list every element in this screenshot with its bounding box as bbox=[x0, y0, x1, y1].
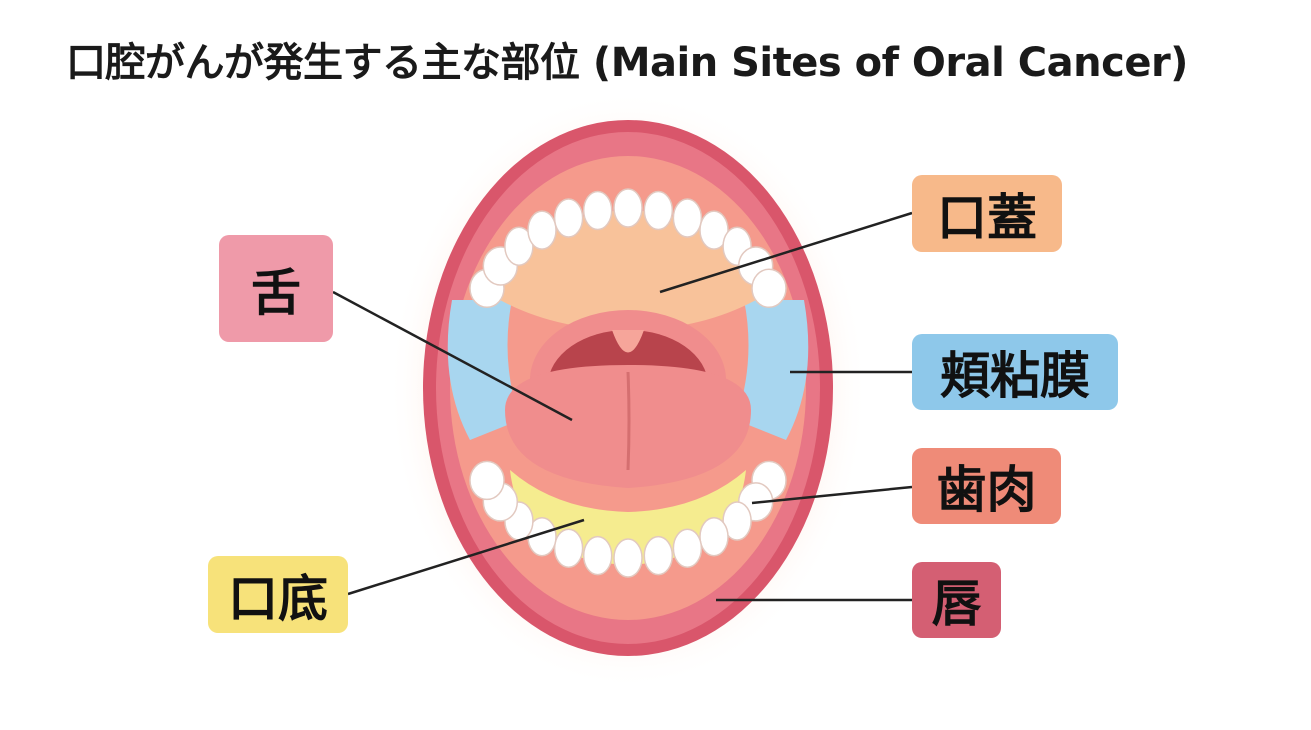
page-title: 口腔がんが発生する主な部位 (Main Sites of Oral Cancer… bbox=[66, 40, 1188, 86]
upper-tooth bbox=[699, 210, 729, 250]
buccal-mucosa-left bbox=[447, 300, 520, 440]
label-gum: 歯肉 bbox=[912, 448, 1061, 524]
lower-tooth bbox=[722, 501, 752, 541]
leader-palate bbox=[659, 211, 913, 294]
tongue-groove bbox=[626, 371, 631, 471]
lower-tooth bbox=[613, 538, 643, 578]
upper-tooth bbox=[582, 190, 613, 231]
label-tongue: 舌 bbox=[219, 235, 333, 342]
lower-tooth bbox=[699, 516, 729, 557]
palate bbox=[500, 210, 756, 330]
upper-tooth bbox=[613, 188, 643, 228]
lower-tooth bbox=[643, 535, 674, 576]
lower-teeth bbox=[469, 460, 787, 578]
lower-tooth bbox=[582, 535, 613, 576]
uvula bbox=[612, 330, 644, 353]
lower-tooth bbox=[469, 460, 505, 501]
leader-floor bbox=[347, 518, 585, 596]
label-lip: 唇 bbox=[912, 562, 1001, 638]
upper-tooth bbox=[643, 190, 674, 231]
leader-gum bbox=[751, 485, 913, 505]
upper-tooth bbox=[672, 198, 703, 238]
label-palate: 口蓋 bbox=[912, 175, 1062, 252]
leader-tongue bbox=[332, 290, 573, 422]
upper-teeth bbox=[469, 188, 787, 309]
lower-tooth bbox=[553, 528, 584, 569]
upper-tooth bbox=[553, 198, 584, 238]
upper-tooth bbox=[504, 226, 534, 267]
upper-tooth bbox=[527, 210, 557, 250]
label-floor-of-mouth: 口底 bbox=[208, 556, 348, 633]
upper-tooth bbox=[751, 268, 787, 309]
label-buccal-mucosa: 頬粘膜 bbox=[912, 334, 1118, 410]
lower-tooth bbox=[672, 528, 703, 569]
buccal-mucosa-right bbox=[736, 300, 809, 440]
